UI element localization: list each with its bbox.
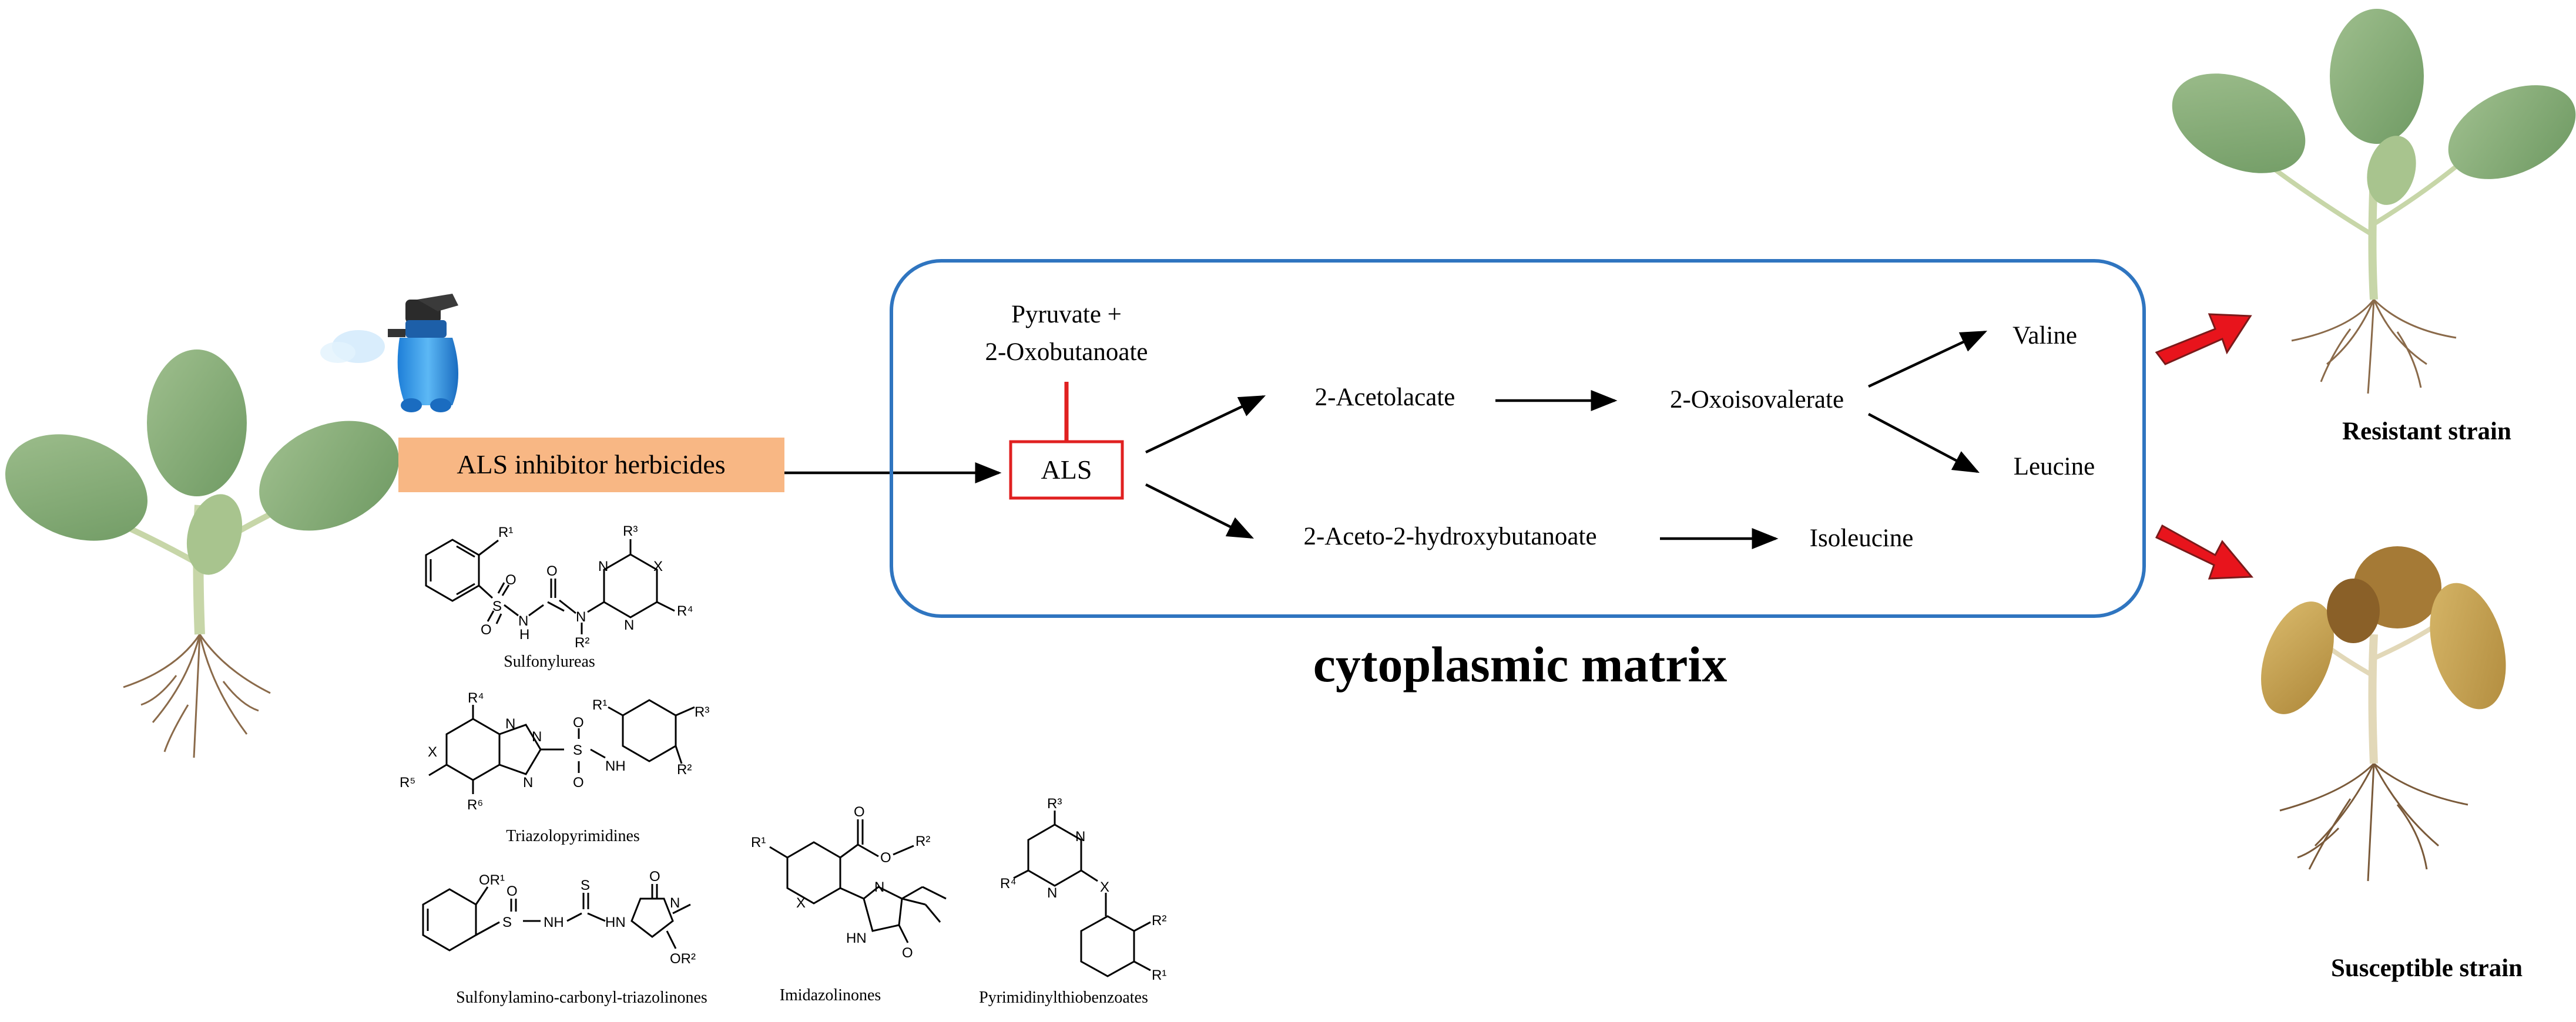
triazolopyrimidines-name: Triazolopyrimidines [506,827,640,845]
susceptible-outcome-arrow [2155,524,2254,580]
valine-label: Valine [2012,322,2077,349]
st-n1: N [670,895,680,911]
substrate-line2: 2-Oxobutanoate [985,338,1148,366]
im-o2: O [880,850,891,866]
su-h: H [519,627,529,643]
su-n3: N [624,617,634,633]
tp-r2: R² [677,762,692,778]
im-r2: R² [915,833,930,849]
imidazolinone-structure [769,819,947,943]
st-hn: HN [605,915,626,930]
tp-n3: N [523,775,533,791]
tp-r1: R¹ [592,697,607,713]
im-o1: O [854,804,865,820]
herbicide-label: ALS inhibitor herbicides [457,449,725,479]
tp-r5: R⁵ [400,775,415,791]
su-n2: N [598,559,608,574]
tp-r3: R³ [695,704,709,720]
tp-o2: O [573,775,584,791]
st-or1: OR¹ [479,872,505,888]
su-s: S [492,599,502,614]
roots-left [123,634,271,758]
als-enzyme-box [1009,440,1124,500]
tp-n1: N [505,716,515,732]
sulfonylamino-triazolinone-structure [422,884,691,952]
tp-nh: NH [605,758,626,774]
st-or2: OR² [670,951,696,967]
pt-r3: R³ [1047,796,1062,812]
tp-r6: R⁶ [467,797,483,813]
tp-o1: O [573,715,584,731]
sulfonylamino-triazolinones-name: Sulfonylamino-carbonyl-triazolinones [456,989,707,1007]
oxoisovalerate-label: 2-Oxoisovalerate [1670,386,1844,413]
pt-n1: N [1075,829,1085,845]
healthy-plant-left [5,349,399,758]
im-o3: O [902,945,913,961]
susceptible-strain-label: Susceptible strain [2331,954,2523,982]
tp-r4: R⁴ [468,690,484,706]
compartment-label: cytoplasmic matrix [1313,636,1728,692]
su-x: X [653,559,663,574]
im-n: N [874,879,884,895]
acetolacate-label: 2-Acetolacate [1315,384,1455,411]
pyrimidinylthiobenzoates-name: Pyrimidinylthiobenzoates [979,989,1148,1007]
pt-r2: R² [1152,913,1166,929]
st-o2: O [649,869,660,885]
su-r4: R⁴ [677,603,693,619]
leucine-label: Leucine [2014,453,2095,480]
sprayer-bottle-icon [320,294,458,412]
herbicide-label-box: ALS inhibitor herbicides [398,438,784,492]
tp-s: S [573,742,582,758]
sulfonylureas-name: Sulfonylureas [504,653,595,671]
su-r2: R² [575,635,589,651]
arrow-als-to-acetolacate [1145,395,1266,454]
su-o1: O [481,622,492,638]
resistant-plant-image [2172,9,2576,394]
chemical-structures: R¹ S O O N H O N R² N N X R³ R⁴ Sulfonyl… [400,523,1166,1007]
im-r1: R¹ [751,835,766,850]
sulfonylurea-structure [425,539,675,634]
imidazolinones-name: Imidazolinones [780,986,881,1004]
su-o3: O [546,563,558,579]
pt-x: X [1100,879,1109,895]
tp-n2: N [532,729,542,745]
pt-r4: R⁴ [1000,876,1017,892]
pyrimidinylthiobenzoate-structure [1013,811,1151,977]
st-nh: NH [544,915,564,930]
resistant-strain-label: Resistant strain [2342,418,2511,445]
substrate-line1: Pyruvate + [1011,301,1122,328]
arrow-to-valine [1868,330,1988,388]
st-s: S [502,915,512,930]
hydroxybutanoate-label: 2-Aceto-2-hydroxybutanoate [1303,523,1596,550]
pt-r1: R¹ [1152,967,1166,983]
im-hn: HN [846,930,867,946]
su-r1: R¹ [498,525,513,540]
su-n1: N [576,609,586,625]
arrow-to-leucine [1867,413,1980,473]
tp-x: X [428,744,437,760]
susceptible-plant-image [2261,546,2506,882]
als-enzyme-label: ALS [1041,455,1092,485]
cytoplasm-compartment [890,259,2146,618]
su-r3: R³ [623,523,638,539]
su-n: N [518,613,528,629]
pt-n2: N [1047,885,1057,901]
st-o: O [507,883,518,899]
st-s2: S [581,878,590,893]
su-o2: O [505,572,516,588]
resistant-outcome-arrow [2155,313,2252,365]
triazolopyrimidine-structure [428,699,695,794]
arrow-als-to-hydroxybutanoate [1145,483,1255,539]
im-x: X [796,895,806,911]
isoleucine-label: Isoleucine [1810,525,1914,552]
